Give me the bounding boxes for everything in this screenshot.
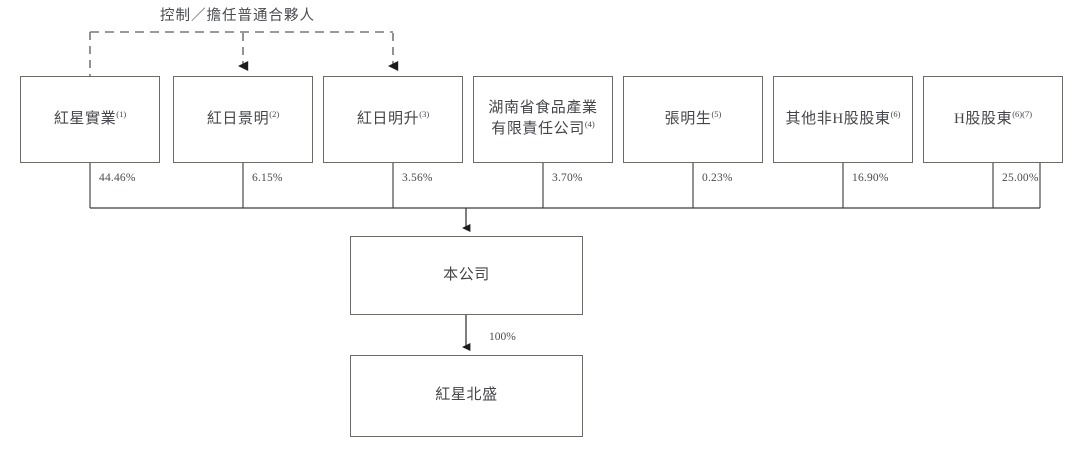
shareholder-box-1[interactable]: 紅星實業(1) [20, 76, 160, 163]
subsidiary-ownership-label: 100% [489, 331, 516, 343]
shareholder-4-name: 湖南省食品產業 有限責任公司 [488, 100, 598, 137]
shareholder-1-note: (1) [116, 109, 127, 120]
ownership-pct-6: 16.90% [852, 172, 889, 184]
shareholder-3-name: 紅日明升 [356, 111, 420, 128]
shareholder-2-name: 紅日景明 [206, 111, 270, 128]
shareholder-5-name: 張明生 [664, 111, 712, 128]
shareholder-2-note: (2) [269, 109, 280, 120]
control-relationship-label: 控制／擔任普通合夥人 [160, 8, 315, 24]
shareholder-1-name: 紅星實業 [53, 111, 117, 128]
shareholder-box-6[interactable]: 其他非H股股東(6) [773, 76, 913, 163]
subsidiary-box[interactable]: 紅星北盛 [350, 355, 583, 437]
shareholder-7-note: (6)(7) [1012, 109, 1033, 120]
shareholder-7-name: H股股東 [953, 111, 1013, 128]
shareholder-6-note: (6) [890, 109, 901, 120]
subsidiary-label: 紅星北盛 [435, 387, 498, 404]
shareholder-6-name: 其他非H股股東 [785, 111, 891, 128]
shareholder-3-note: (3) [419, 109, 430, 120]
company-box[interactable]: 本公司 [350, 236, 583, 315]
ownership-pct-3: 3.56% [402, 172, 433, 184]
shareholder-box-4[interactable]: 湖南省食品產業 有限責任公司(4) [473, 76, 613, 163]
company-label: 本公司 [443, 266, 490, 283]
ownership-pct-4: 3.70% [552, 172, 583, 184]
shareholder-box-3[interactable]: 紅日明升(3) [323, 76, 463, 163]
shareholder-box-7[interactable]: H股股東(6)(7) [923, 76, 1063, 163]
shareholder-4-note: (4) [584, 119, 595, 129]
ownership-pct-2: 6.15% [252, 172, 283, 184]
shareholder-5-note: (5) [711, 109, 722, 120]
ownership-pct-1: 44.46% [99, 172, 136, 184]
ownership-pct-7: 25.00% [1002, 172, 1039, 184]
shareholder-box-5[interactable]: 張明生(5) [623, 76, 763, 163]
shareholder-box-2[interactable]: 紅日景明(2) [173, 76, 313, 163]
ownership-pct-5: 0.23% [702, 172, 733, 184]
